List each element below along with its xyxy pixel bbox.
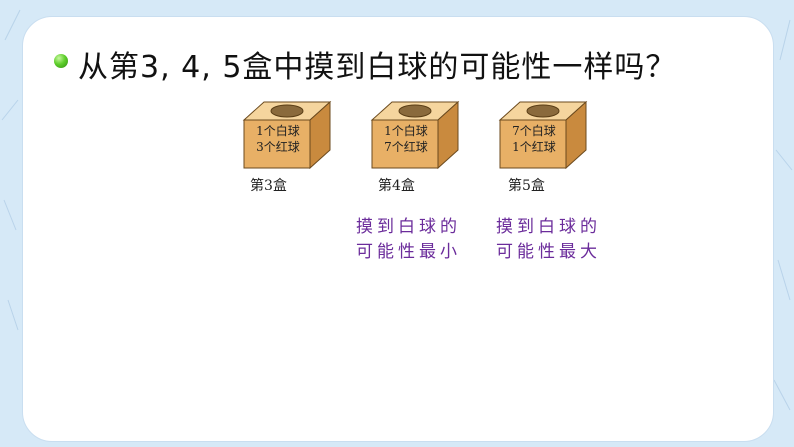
box-4-contents: 1个白球 7个红球 [375,123,437,155]
box-3-label: 第3盒 [250,178,287,194]
note-least-line1: 摸到白球的 [356,217,461,237]
note-most-likely: 摸到白球的 可能性最大 [496,215,601,265]
box-4-label: 第4盒 [378,178,415,194]
box-3-cube-icon [242,100,332,170]
box-3-white-count: 1个白球 [256,124,300,138]
box-3-red-count: 3个红球 [256,140,300,154]
box-3: 1个白球 3个红球 [242,100,332,170]
box-5-white-count: 7个白球 [512,124,556,138]
box-4-red-count: 7个红球 [384,140,428,154]
green-bullet-icon [54,54,68,68]
box-4-cube-icon [370,100,460,170]
box-3-contents: 1个白球 3个红球 [247,123,309,155]
content-card [22,16,774,442]
box-5-cube-icon [498,100,588,170]
note-most-line2: 可能性最大 [496,242,601,262]
box-5-red-count: 1个红球 [512,140,556,154]
note-least-line2: 可能性最小 [356,242,461,262]
box-5: 7个白球 1个红球 [498,100,588,170]
box-4-white-count: 1个白球 [384,124,428,138]
box-5-contents: 7个白球 1个红球 [503,123,565,155]
note-most-line1: 摸到白球的 [496,217,601,237]
note-least-likely: 摸到白球的 可能性最小 [356,215,461,265]
box-5-label: 第5盒 [508,178,545,194]
question-title: 从第3, 4, 5盒中摸到白球的可能性一样吗？ [78,50,677,85]
box-4: 1个白球 7个红球 [370,100,460,170]
